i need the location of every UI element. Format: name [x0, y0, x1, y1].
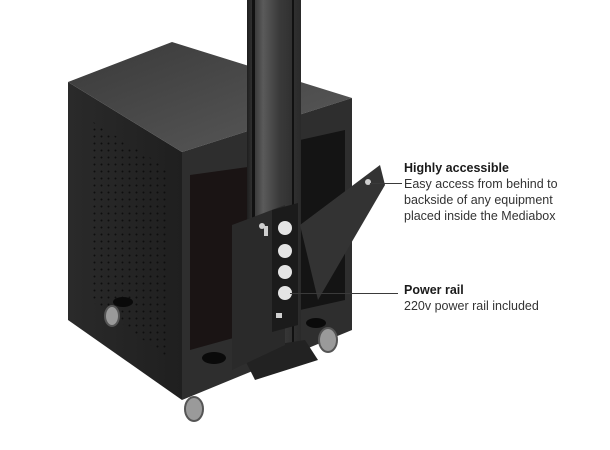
- callout-title: Highly accessible: [404, 161, 509, 175]
- callout-line: 220v power rail included: [404, 299, 539, 313]
- callout-power-rail: Power rail 220v power rail included: [404, 282, 539, 314]
- left-door: [232, 205, 285, 370]
- right-door: [300, 165, 385, 300]
- callout-title: Power rail: [404, 283, 464, 297]
- callout-leader-power-rail: [290, 293, 398, 294]
- door-handle-icon: [259, 179, 371, 236]
- callout-leader-accessible: [370, 183, 402, 184]
- caster-wheels: [104, 305, 338, 422]
- cabinet-top: [68, 42, 352, 152]
- callout-line: placed inside the Mediabox: [404, 209, 556, 223]
- power-rail: [272, 203, 298, 332]
- callout-line: backside of any equipment: [404, 193, 553, 207]
- callout-line: Easy access from behind to: [404, 177, 558, 191]
- cabinet-left-side: [68, 82, 182, 400]
- callout-highly-accessible: Highly accessible Easy access from behin…: [404, 160, 558, 224]
